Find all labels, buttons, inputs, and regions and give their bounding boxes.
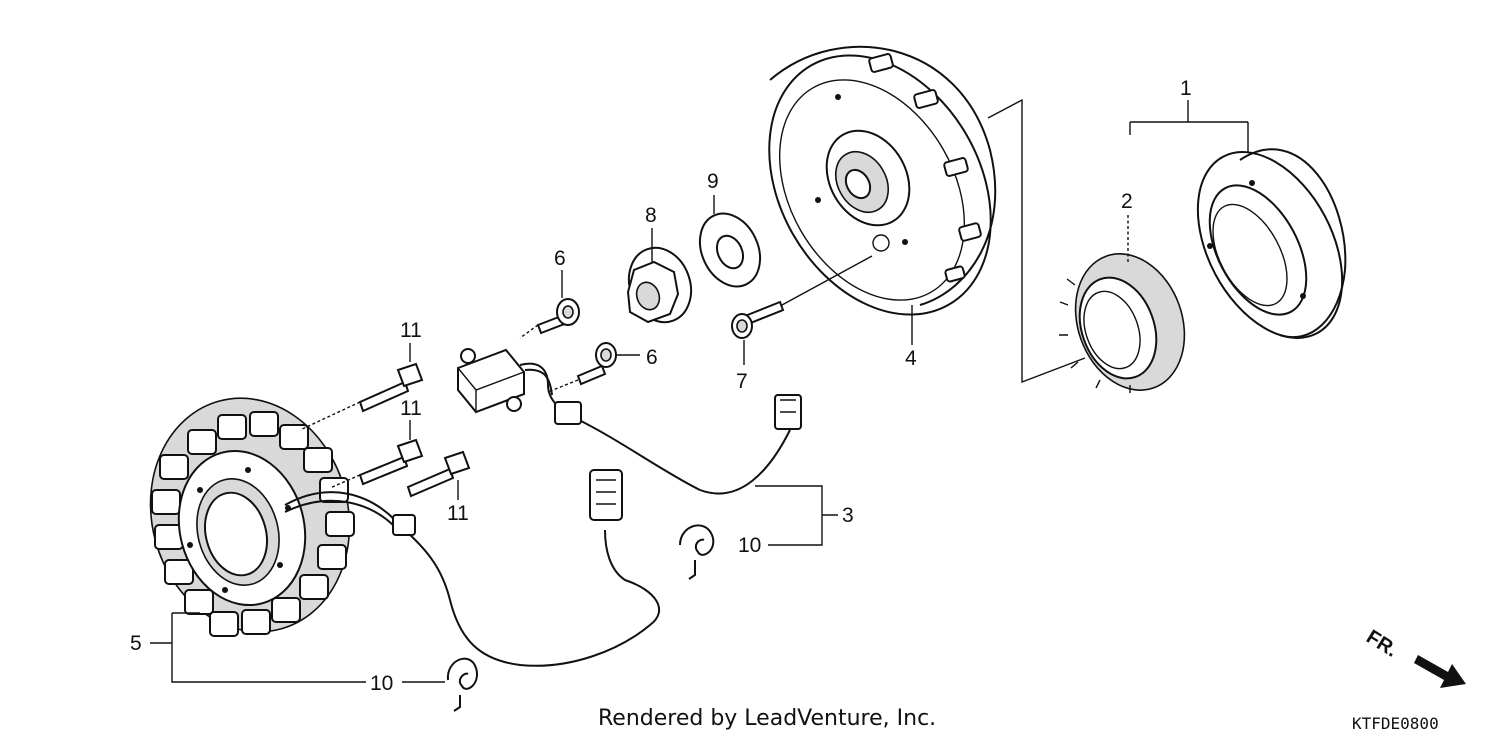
front-arrow-icon (1414, 655, 1466, 688)
flywheel-rotor[interactable] (724, 15, 1035, 354)
callout-10-upper: 10 (738, 534, 761, 557)
callout-2: 2 (1121, 190, 1133, 213)
callout-10-lower: 10 (370, 672, 393, 695)
clutch-outer-housing[interactable] (1168, 128, 1371, 363)
one-way-clutch[interactable] (1057, 238, 1203, 405)
callout-6-upper: 6 (554, 247, 566, 270)
callout-11-top: 11 (400, 319, 422, 342)
callout-1: 1 (1180, 77, 1192, 100)
stator-harness[interactable] (284, 469, 661, 667)
diagram-code: KTFDE0800 (1352, 714, 1439, 733)
callout-9: 9 (707, 170, 719, 193)
render-credit: Rendered by LeadVenture, Inc. (598, 706, 937, 731)
wire-clamp-lower[interactable] (446, 657, 478, 712)
callout-11-middle: 11 (400, 397, 422, 420)
wire-clamp-upper[interactable] (679, 524, 715, 580)
pulser-bolt-lower[interactable] (576, 342, 617, 386)
flange-nut[interactable] (619, 239, 701, 331)
stator-bolt-upper[interactable] (358, 362, 424, 413)
stator[interactable] (125, 376, 375, 655)
leader-lines (150, 98, 1249, 683)
stator-bolt-middle[interactable] (358, 438, 424, 486)
callout-8: 8 (645, 204, 657, 227)
pulser-generator[interactable] (457, 348, 802, 495)
callout-4: 4 (905, 347, 917, 370)
stator-bolt-lower[interactable] (406, 450, 471, 498)
callout-11-bottom: 11 (447, 502, 469, 525)
callout-5: 5 (130, 632, 142, 655)
callout-7: 7 (736, 370, 748, 393)
pulser-bolt-upper[interactable] (536, 298, 580, 335)
callout-6-lower: 6 (646, 346, 658, 369)
callout-3: 3 (842, 504, 854, 527)
bolt[interactable] (731, 300, 785, 339)
washer[interactable] (689, 204, 772, 297)
